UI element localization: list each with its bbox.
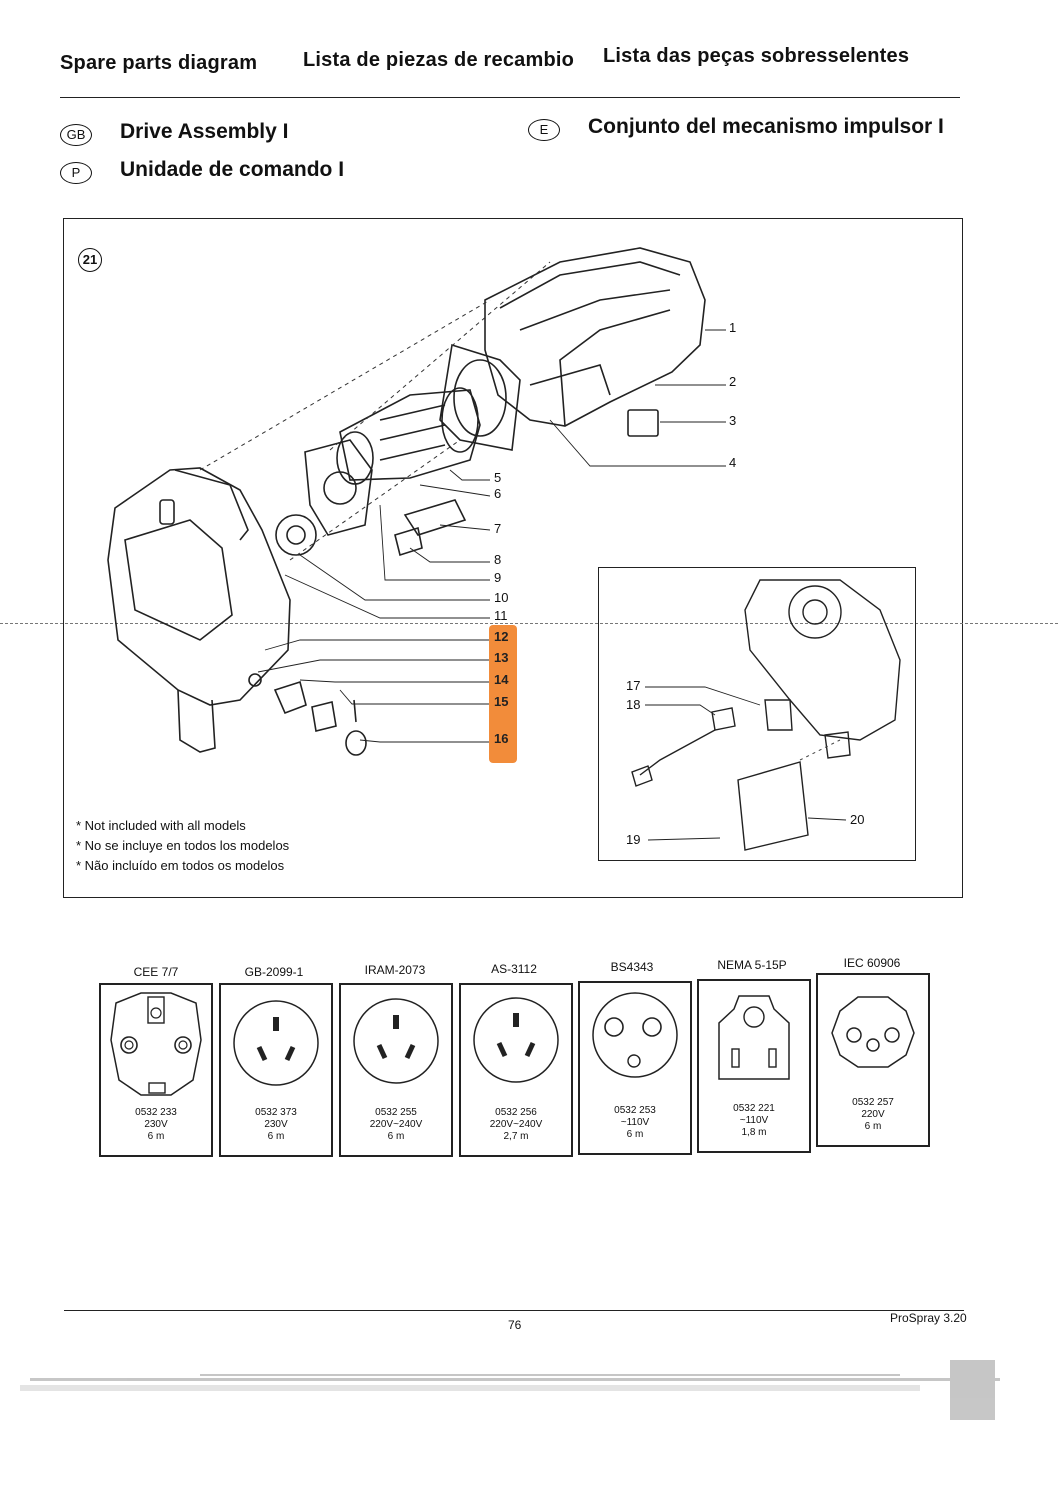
plug-part-number: 0532 253 bbox=[614, 1105, 656, 1116]
callout-13: 13 bbox=[494, 650, 509, 665]
plug-standard-cee77: CEE 7/7 bbox=[133, 965, 179, 979]
callout-14: 14 bbox=[494, 672, 509, 687]
plug-face-bs4343 bbox=[592, 992, 678, 1078]
plug-card-bs4343: 0532 253 ~110V 6 m bbox=[578, 981, 692, 1155]
section-title-p: Unidade de comando I bbox=[120, 158, 345, 181]
callout-7: 7 bbox=[494, 521, 502, 536]
footnotes: * Not included with all models * No se i… bbox=[76, 816, 289, 876]
lang-badge-e: E bbox=[528, 119, 560, 141]
scan-noise-band bbox=[20, 1360, 1000, 1420]
plug-cable-length: 2,7 m bbox=[503, 1131, 529, 1142]
footnote-en: * Not included with all models bbox=[76, 818, 246, 833]
callout-2: 2 bbox=[729, 374, 737, 389]
plug-voltage: 220V~240V bbox=[489, 1119, 543, 1130]
plug-cable-length: 6 m bbox=[267, 1131, 285, 1142]
plug-voltage: ~110V bbox=[620, 1117, 650, 1128]
header-portuguese: Lista das peças sobresselentes bbox=[603, 45, 910, 67]
plug-info-as3112: 0532 256 220V~240V 2,7 m bbox=[461, 1107, 571, 1143]
plug-cable-length: 6 m bbox=[387, 1131, 405, 1142]
callout-18: 18 bbox=[626, 697, 641, 712]
plug-card-iram2073: 0532 255 220V~240V 6 m bbox=[339, 983, 453, 1157]
callout-12: 12 bbox=[494, 629, 509, 644]
plug-card-cee77: 0532 233 230V 6 m bbox=[99, 983, 213, 1157]
callout-9: 9 bbox=[494, 570, 502, 585]
plug-cable-length: 6 m bbox=[864, 1121, 882, 1132]
callout-20: 20 bbox=[850, 812, 865, 827]
plug-cable-length: 6 m bbox=[626, 1129, 644, 1140]
plug-face-as3112 bbox=[473, 997, 559, 1083]
diagram-frame bbox=[63, 218, 963, 898]
plug-info-iec60906: 0532 257 220V 6 m bbox=[818, 1097, 928, 1133]
plug-part-number: 0532 233 bbox=[135, 1107, 177, 1118]
plug-cable-length: 6 m bbox=[147, 1131, 165, 1142]
product-name: ProSpray 3.20 bbox=[890, 1311, 967, 1325]
header-english: Spare parts diagram bbox=[60, 52, 258, 74]
callout-4: 4 bbox=[729, 455, 737, 470]
plug-face-cee77 bbox=[110, 992, 202, 1096]
header-rule bbox=[60, 97, 960, 98]
plug-standard-iram2073: IRAM-2073 bbox=[364, 963, 426, 977]
plug-part-number: 0532 373 bbox=[255, 1107, 297, 1118]
footnote-pt: * Não incluído em todos os modelos bbox=[76, 858, 285, 873]
section-title-e: Conjunto del mecanismo impulsor I bbox=[588, 115, 944, 138]
page-number: 76 bbox=[508, 1318, 522, 1332]
plug-face-iram2073 bbox=[353, 998, 439, 1084]
callout-17: 17 bbox=[626, 678, 641, 693]
plug-standard-as3112: AS-3112 bbox=[491, 962, 537, 976]
footnote-es: * No se incluye en todos los modelos bbox=[76, 838, 290, 853]
callout-3: 3 bbox=[729, 413, 737, 428]
callout-6: 6 bbox=[494, 486, 502, 501]
figure-number: 21 bbox=[78, 248, 102, 272]
callout-16: 16 bbox=[494, 731, 509, 746]
plug-info-bs4343: 0532 253 ~110V 6 m bbox=[580, 1105, 690, 1141]
plug-face-iec60906 bbox=[831, 996, 915, 1068]
plug-voltage: ~110V bbox=[739, 1115, 769, 1126]
plug-card-iec60906: 0532 257 220V 6 m bbox=[816, 973, 930, 1147]
plug-part-number: 0532 221 bbox=[733, 1103, 775, 1114]
footer-rule bbox=[64, 1310, 964, 1311]
header-spanish: Lista de piezas de recambio bbox=[303, 49, 575, 71]
plug-voltage: 230V bbox=[264, 1119, 288, 1130]
plug-part-number: 0532 257 bbox=[852, 1097, 894, 1108]
plug-standard-gb2099: GB-2099-1 bbox=[244, 965, 304, 979]
callout-11: 11 bbox=[494, 608, 508, 623]
plug-voltage: 220V bbox=[861, 1109, 885, 1120]
plug-standard-iec60906: IEC 60906 bbox=[843, 956, 901, 970]
lang-badge-gb: GB bbox=[60, 124, 92, 146]
callout-1: 1 bbox=[729, 320, 737, 335]
callout-8: 8 bbox=[494, 552, 502, 567]
plug-standard-nema515p: NEMA 5-15P bbox=[717, 958, 787, 972]
callout-5: 5 bbox=[494, 470, 502, 485]
plug-info-gb2099: 0532 373 230V 6 m bbox=[221, 1107, 331, 1143]
plug-part-number: 0532 256 bbox=[495, 1107, 537, 1118]
plug-card-nema515p: 0532 221 ~110V 1,8 m bbox=[697, 979, 811, 1153]
plug-info-cee77: 0532 233 230V 6 m bbox=[101, 1107, 211, 1143]
plug-voltage: 230V bbox=[144, 1119, 168, 1130]
plug-face-gb2099 bbox=[233, 1000, 319, 1086]
plug-standard-bs4343: BS4343 bbox=[610, 960, 654, 974]
scan-fold-line bbox=[0, 623, 1058, 624]
section-title-gb: Drive Assembly I bbox=[120, 120, 289, 143]
plug-card-as3112: 0532 256 220V~240V 2,7 m bbox=[459, 983, 573, 1157]
plug-cable-length: 1,8 m bbox=[741, 1127, 767, 1138]
callout-19: 19 bbox=[626, 832, 641, 847]
callout-10: 10 bbox=[494, 590, 509, 605]
plug-info-nema515p: 0532 221 ~110V 1,8 m bbox=[699, 1103, 809, 1139]
plug-card-gb2099: 0532 373 230V 6 m bbox=[219, 983, 333, 1157]
lang-badge-p: P bbox=[60, 162, 92, 184]
inset-detail-frame bbox=[598, 567, 916, 861]
plug-face-nema515p bbox=[718, 995, 790, 1080]
callout-15: 15 bbox=[494, 694, 509, 709]
callout-highlight bbox=[489, 625, 517, 763]
plug-voltage: 220V~240V bbox=[369, 1119, 423, 1130]
plug-info-iram2073: 0532 255 220V~240V 6 m bbox=[341, 1107, 451, 1143]
plug-part-number: 0532 255 bbox=[375, 1107, 417, 1118]
